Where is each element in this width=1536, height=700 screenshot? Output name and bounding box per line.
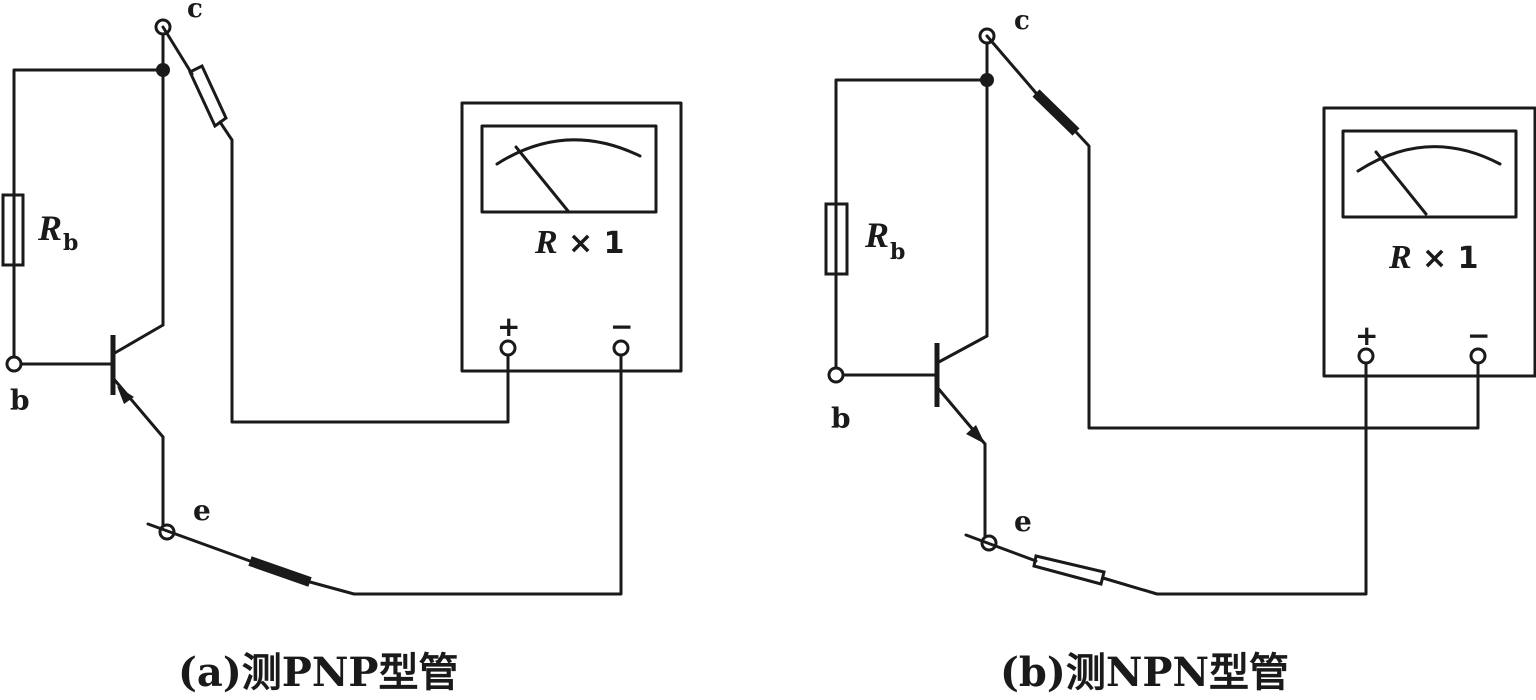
junction-dot — [156, 63, 170, 77]
emitter-arrow — [117, 386, 134, 404]
meter-dial-window — [1341, 129, 1518, 219]
meter-plus-label: + — [497, 310, 520, 343]
meter-scale-arc — [495, 138, 642, 166]
caption-pnp: (a)测PNP型管 — [178, 649, 459, 696]
terminal-b[interactable] — [827, 366, 845, 384]
meter-minus-label: − — [610, 310, 633, 343]
meter-scale-arc — [1356, 145, 1502, 173]
label-e: e — [1014, 505, 1032, 538]
probe-e-body — [248, 556, 312, 587]
label-c: c — [187, 0, 203, 24]
meter-plus-terminal[interactable] — [499, 339, 517, 357]
terminal-b[interactable] — [5, 355, 23, 373]
meter-range-value: × 1 — [568, 226, 624, 261]
multimeter-body — [460, 101, 683, 373]
meter-minus-label: − — [1467, 319, 1490, 352]
probe-c-tip — [985, 34, 1038, 95]
label-e: e — [193, 494, 211, 527]
label-b: b — [831, 402, 851, 435]
meter-range-r: R — [1388, 239, 1412, 276]
probe-e-lead — [308, 350, 623, 596]
probe-c-lead — [1074, 130, 1480, 430]
probe-e-tip — [964, 533, 1038, 563]
transistor-collector-leg — [935, 334, 989, 365]
label-c: c — [1014, 6, 1030, 36]
diagram-npn: c b e R b R × 1 + − — [824, 6, 1536, 596]
probe-e-tip — [146, 522, 252, 563]
probe-c-lead — [218, 120, 510, 424]
probe-c-tip — [161, 25, 194, 76]
meter-plus-terminal[interactable] — [1357, 347, 1375, 365]
meter-plus-label: + — [1355, 319, 1378, 352]
resistor-rb — [824, 202, 849, 276]
label-rb-sub: b — [890, 239, 905, 265]
rb-top-wire — [834, 78, 989, 377]
meter-needle — [1374, 150, 1428, 216]
probe-c-body — [188, 63, 228, 129]
multimeter-body — [1322, 106, 1536, 378]
meter-range-value: × 1 — [1422, 241, 1478, 276]
meter-range-r: R — [534, 224, 558, 261]
diagram-pnp: c b e R b R × 1 + − — [1, 0, 683, 596]
emitter-arrow — [966, 425, 985, 444]
meter-needle — [514, 145, 570, 213]
transistor-collector-leg — [111, 323, 165, 356]
probe-e-lead — [1101, 358, 1368, 596]
label-b: b — [10, 384, 30, 417]
label-rb: R — [864, 215, 889, 255]
junction-dot — [980, 73, 994, 87]
caption-npn: (b)测NPN型管 — [1000, 649, 1290, 696]
rb-top-wire — [12, 68, 165, 366]
transistor-emitter-leg — [111, 376, 165, 439]
label-rb-sub: b — [63, 230, 78, 256]
probe-c-body — [1032, 89, 1080, 136]
label-rb: R — [37, 208, 62, 248]
meter-minus-terminal[interactable] — [612, 339, 630, 357]
probe-e-body — [1032, 554, 1106, 586]
resistor-rb — [1, 193, 25, 267]
meter-minus-terminal[interactable] — [1469, 347, 1487, 365]
